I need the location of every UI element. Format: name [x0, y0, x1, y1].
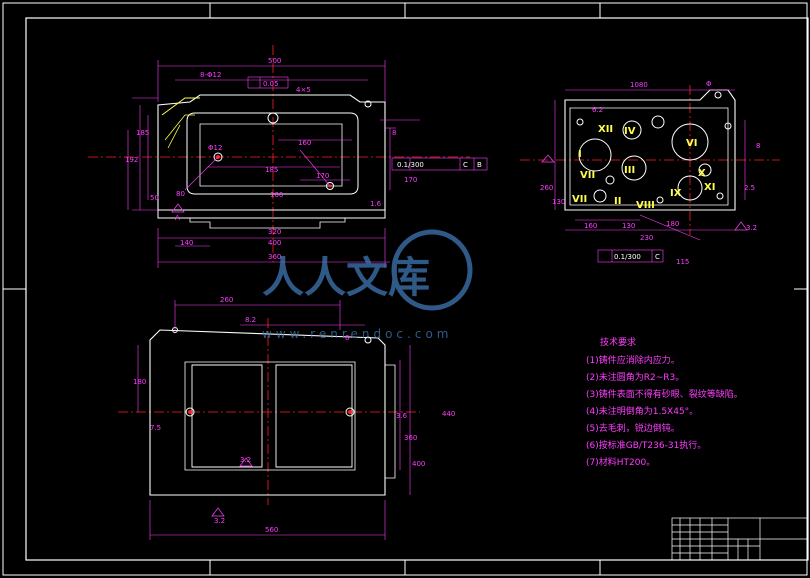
side-roman-12: XII — [598, 124, 613, 135]
bottom-dim-a: 260 — [220, 296, 233, 304]
bottom-dim-g: 360 — [404, 434, 417, 442]
main-tolerance-datum-b: B — [477, 161, 482, 169]
side-dim-g: 2.5 — [744, 184, 755, 192]
side-dim-height: 260 — [540, 184, 553, 192]
side-roman-10: X — [698, 168, 706, 179]
bottom-dim-e: 7.5 — [150, 424, 161, 432]
main-dim-foot: 50 — [150, 194, 159, 202]
main-dim-hole: Φ12 — [208, 144, 222, 152]
main-dim-total: 360 — [268, 253, 281, 261]
tech-req-item-1: (1)铸件应消除内应力。 — [586, 354, 680, 366]
tech-req-item-2: (2)未注圆角为R2~R3。 — [586, 371, 684, 383]
side-roman-1: I — [578, 149, 582, 160]
bottom-dim-k: 3.2 — [214, 517, 225, 525]
side-dim-e: 130 — [622, 222, 635, 230]
title-block — [671, 517, 808, 561]
side-roman-2: II — [614, 196, 621, 207]
side-roman-7b: VII — [572, 194, 587, 205]
tech-req-item-3: (3)铸件表面不得有砂眼、裂纹等缺陷。 — [586, 388, 743, 400]
side-dim-d: 160 — [584, 222, 597, 230]
main-dim-bolt-holes: 8-Φ12 — [200, 71, 221, 79]
side-roman-8: VIII — [636, 200, 655, 211]
side-roman-9: IX — [670, 188, 682, 199]
side-tolerance-value: 0.1/300 — [614, 253, 641, 261]
side-dim-hole: Φ — [706, 80, 712, 88]
main-tolerance-datum-c: C — [463, 161, 468, 169]
main-dim-height-a: 185 — [136, 129, 149, 137]
main-datum-a: A — [175, 214, 180, 222]
main-dim-inner: 320 — [268, 228, 281, 236]
bottom-dim-d: 180 — [133, 378, 146, 386]
side-dim-b: 8 — [756, 142, 760, 150]
watermark: 人人文库 www.renrendoc.com — [262, 229, 473, 341]
zone-marks — [3, 3, 808, 575]
main-dim-side: 170 — [404, 176, 417, 184]
main-tolerance-value: 0.1/300 — [397, 161, 424, 169]
main-dim-slot-b: 170 — [316, 172, 329, 180]
main-dim-center: 185 — [265, 166, 278, 174]
tech-requirements: 技术要求 (1)铸件应消除内应力。 (2)未注圆角为R2~R3。 (3)铸件表面… — [586, 336, 743, 468]
side-dim-j: 3.2 — [746, 224, 757, 232]
side-tolerance-datum: C — [655, 253, 660, 261]
side-roman-11: XI — [704, 182, 715, 193]
bottom-dim-b: 8.2 — [245, 316, 256, 324]
main-dim-pocket: 100 — [270, 191, 283, 199]
side-view: XII IV I VI VII III X VII II VIII IX XI … — [520, 80, 780, 266]
side-dim-h: 230 — [640, 234, 653, 242]
tech-req-item-7: (7)材料HT200。 — [586, 456, 655, 468]
main-dim-slot: 160 — [298, 139, 311, 147]
main-dim-height-b: 192 — [125, 156, 138, 164]
bottom-dim-j: 3.2 — [240, 456, 251, 464]
main-view: 500 8-Φ12 0.05 4×5 185 192 Φ12 185 160 1… — [88, 45, 488, 268]
bottom-dim-i: 440 — [442, 410, 455, 418]
bottom-dim-f: 3.6 — [396, 412, 408, 420]
watermark-url: www.renrendoc.com — [262, 327, 452, 341]
side-dim-i: 115 — [676, 258, 689, 266]
side-roman-3: III — [624, 165, 635, 176]
bottom-view: 260 8.2 8 180 7.5 3.6 360 400 440 3.2 3.… — [118, 296, 455, 540]
bottom-dim-h: 400 — [412, 460, 425, 468]
side-roman-7a: VII — [580, 170, 595, 181]
tech-req-item-4: (4)未注明倒角为1.5X45°。 — [586, 405, 698, 417]
side-dim-width: 1080 — [630, 81, 648, 89]
main-dim-offset: 80 — [176, 190, 185, 198]
main-dim-base-left: 140 — [180, 239, 193, 247]
side-roman-4: IV — [624, 126, 636, 137]
tech-req-item-5: (5)去毛刺，锐边倒钝。 — [586, 422, 680, 434]
main-dim-base-width: 400 — [268, 239, 281, 247]
main-dim-step: 8 — [392, 129, 396, 137]
main-dim-flatness: 0.05 — [263, 80, 279, 88]
tech-req-item-6: (6)按标准GB/T236-31执行。 — [586, 439, 706, 451]
bottom-dim-c: 8 — [345, 334, 349, 342]
tech-requirements-title: 技术要求 — [600, 336, 636, 348]
main-dim-roughness: 1.6 — [370, 200, 382, 208]
watermark-logo-text: 人人文库 — [262, 253, 430, 302]
side-dim-a: 6.2 — [592, 106, 603, 114]
bottom-dim-total: 560 — [265, 526, 278, 534]
side-roman-6: VI — [686, 138, 697, 149]
main-dim-thread: 4×5 — [296, 86, 311, 94]
side-dim-c: 130 — [552, 198, 565, 206]
side-dim-f: 180 — [666, 220, 679, 228]
main-dim-overall-width: 500 — [268, 57, 281, 65]
